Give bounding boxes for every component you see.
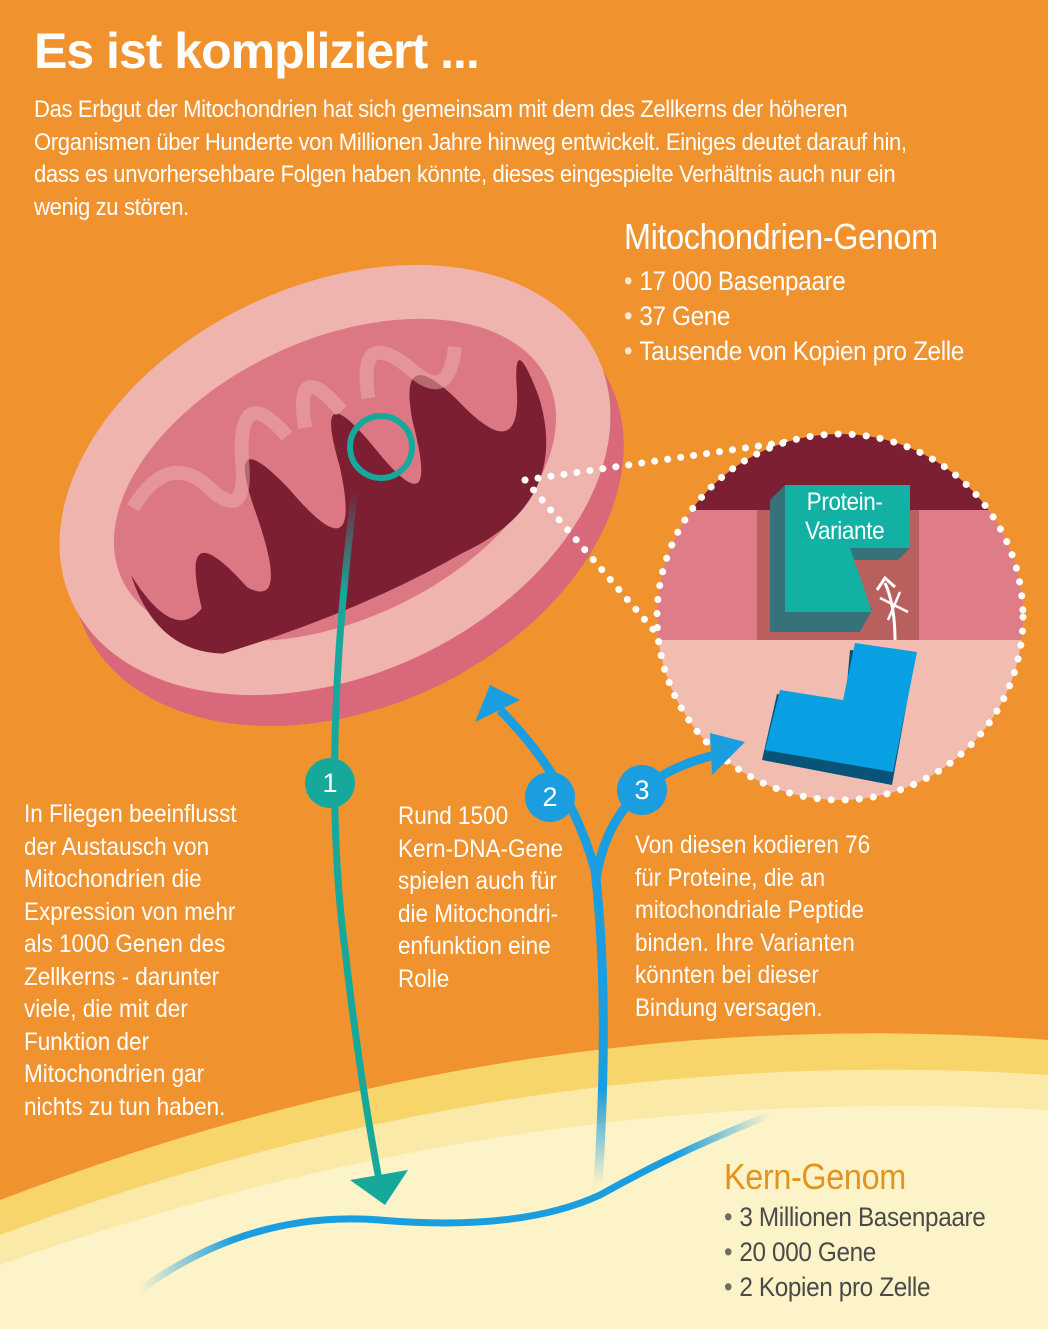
mito-genome-heading: Mitochondrien-Genom — [624, 216, 938, 257]
dna-strand — [137, 1111, 772, 1293]
nucleus — [0, 1033, 1048, 1329]
intro-line: dass es unvorhersehbare Folgen haben kön… — [34, 161, 896, 188]
page-title: Es ist kompliziert ... — [34, 23, 480, 79]
arrow-1 — [331, 489, 384, 1186]
list-item: 20 000 Gene — [739, 1237, 876, 1267]
step-badge-1: 1 — [305, 758, 355, 808]
mitochondrion — [59, 264, 624, 726]
intro-text: Das Erbgut der Mitochondrien hat sich ge… — [34, 94, 907, 224]
list-item: Tausende von Kopien pro Zelle — [639, 336, 964, 366]
list-item: 17 000 Basenpaare — [639, 266, 846, 296]
step-badge-3: 3 — [617, 765, 667, 815]
nuclear-genome-heading: Kern-Genom — [724, 1156, 906, 1197]
list-item: 3 Millionen Basenpaare — [739, 1202, 986, 1232]
intro-line: wenig zu stören. — [34, 193, 189, 221]
mito-genome-list: •17 000 Basenpaare •37 Gene •Tausende vo… — [624, 266, 964, 366]
nuclear-genome-list: •3 Millionen Basenpaare •20 000 Gene •2 … — [724, 1202, 986, 1302]
step-badge-2: 2 — [525, 772, 575, 822]
protein-variant-label: Protein-Variante — [805, 488, 885, 545]
highlight-circle — [347, 413, 415, 481]
protein-variant — [785, 485, 910, 612]
list-item: 2 Kopien pro Zelle — [739, 1272, 931, 1302]
zoom-connector — [521, 436, 804, 729]
binding-peptide — [765, 643, 917, 772]
intro-line: Organismen über Hunderte von Millionen J… — [34, 128, 907, 156]
intro-line: Das Erbgut der Mitochondrien hat sich ge… — [34, 96, 848, 123]
list-item: 37 Gene — [639, 301, 731, 331]
